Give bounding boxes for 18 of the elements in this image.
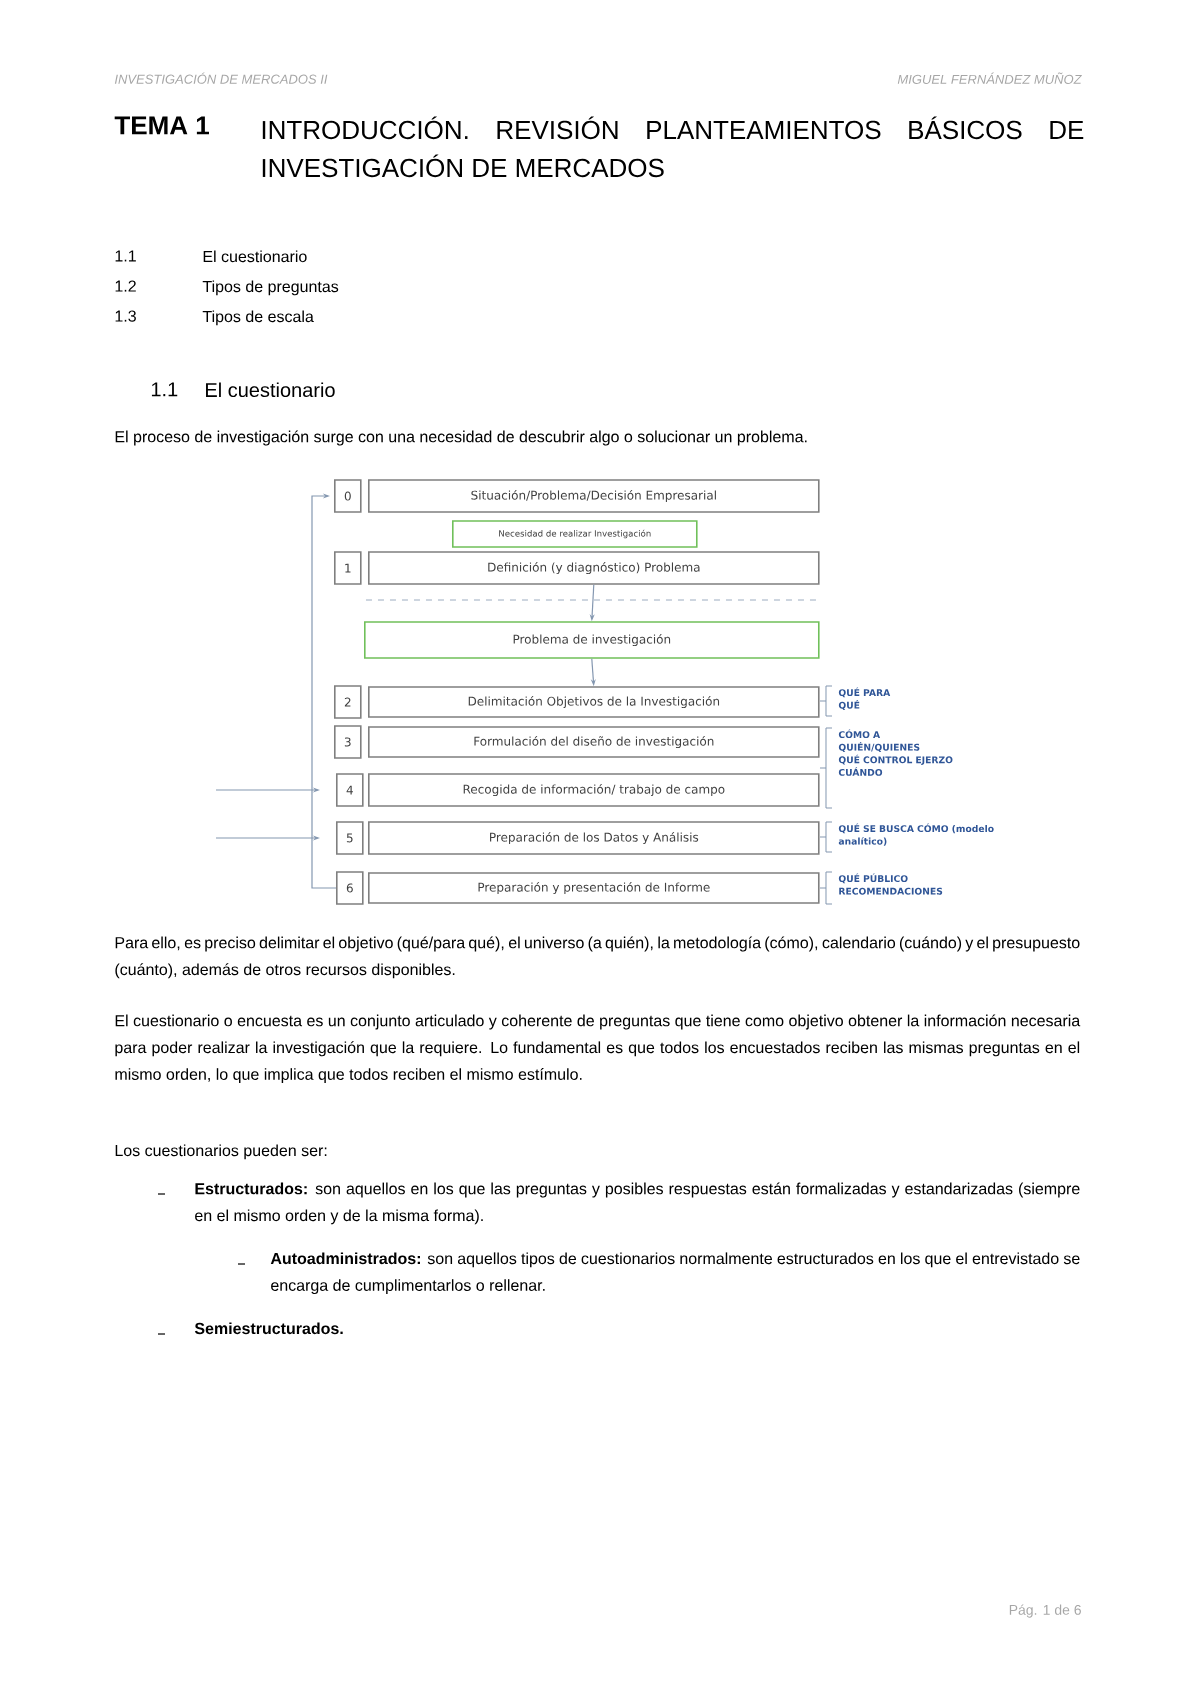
toc-entry: Tipos de preguntas xyxy=(202,280,339,296)
chapter-number: TEMA 1 xyxy=(114,116,209,135)
list-item: Estructurados: son aquellos en los que las preguntas y posibles respuestas están formalizadas y estandarizadas (siempre en el mismo orden y de la misma forma). xyxy=(195,1182,1080,1225)
toc-number: 1.2 xyxy=(115,280,136,292)
toc-entry: El cuestionario xyxy=(203,250,307,263)
arrow xyxy=(311,493,337,889)
paragraph: Para ello, es preciso delimitar el objetivo (qué/para qué), el universo (a quién), la metodología (cómo), calendario (cuándo) y el presupuesto (cuánto), además de otros recursos disponibles. xyxy=(115,936,1080,979)
list-item: Autoadministrados: son aquellos tipos de cuestionarios normalmente estructurados en los que el entrevistado se encarga de cumplimentarlos o rellenar. xyxy=(270,1252,1080,1295)
paragraph: El cuestionario o encuesta es un conjunto articulado y coherente de preguntas que tiene como objetivo obtener la información necesaria para poder realizar la investigación que la requiere. Lo fundamental es que todos los encuestados reciben las mismas preguntas en el mismo orden, lo que implica que todos reciben el mismo estímulo. xyxy=(115,1014,1081,1084)
list-item: Semiestructurados. xyxy=(194,1322,343,1335)
toc-number: 1.3 xyxy=(115,310,136,322)
toc-number: 1.1 xyxy=(115,250,136,262)
toc-entry: Tipos de escala xyxy=(202,310,314,326)
section-number: 1.1 xyxy=(151,382,178,397)
section-heading: El cuestionario xyxy=(206,382,335,398)
chapter-title: INTRODUCCIÓN. REVISIÓN PLANTEAMIENTOS BÁSICOS DE INVESTIGACIÓN DE MERCADOS xyxy=(262,116,1084,178)
paragraph: El proceso de investigación surge con una necesidad de descubrir algo o solucionar un problema. xyxy=(115,430,807,446)
paragraph: Los cuestionarios pueden ser: xyxy=(115,1144,327,1160)
